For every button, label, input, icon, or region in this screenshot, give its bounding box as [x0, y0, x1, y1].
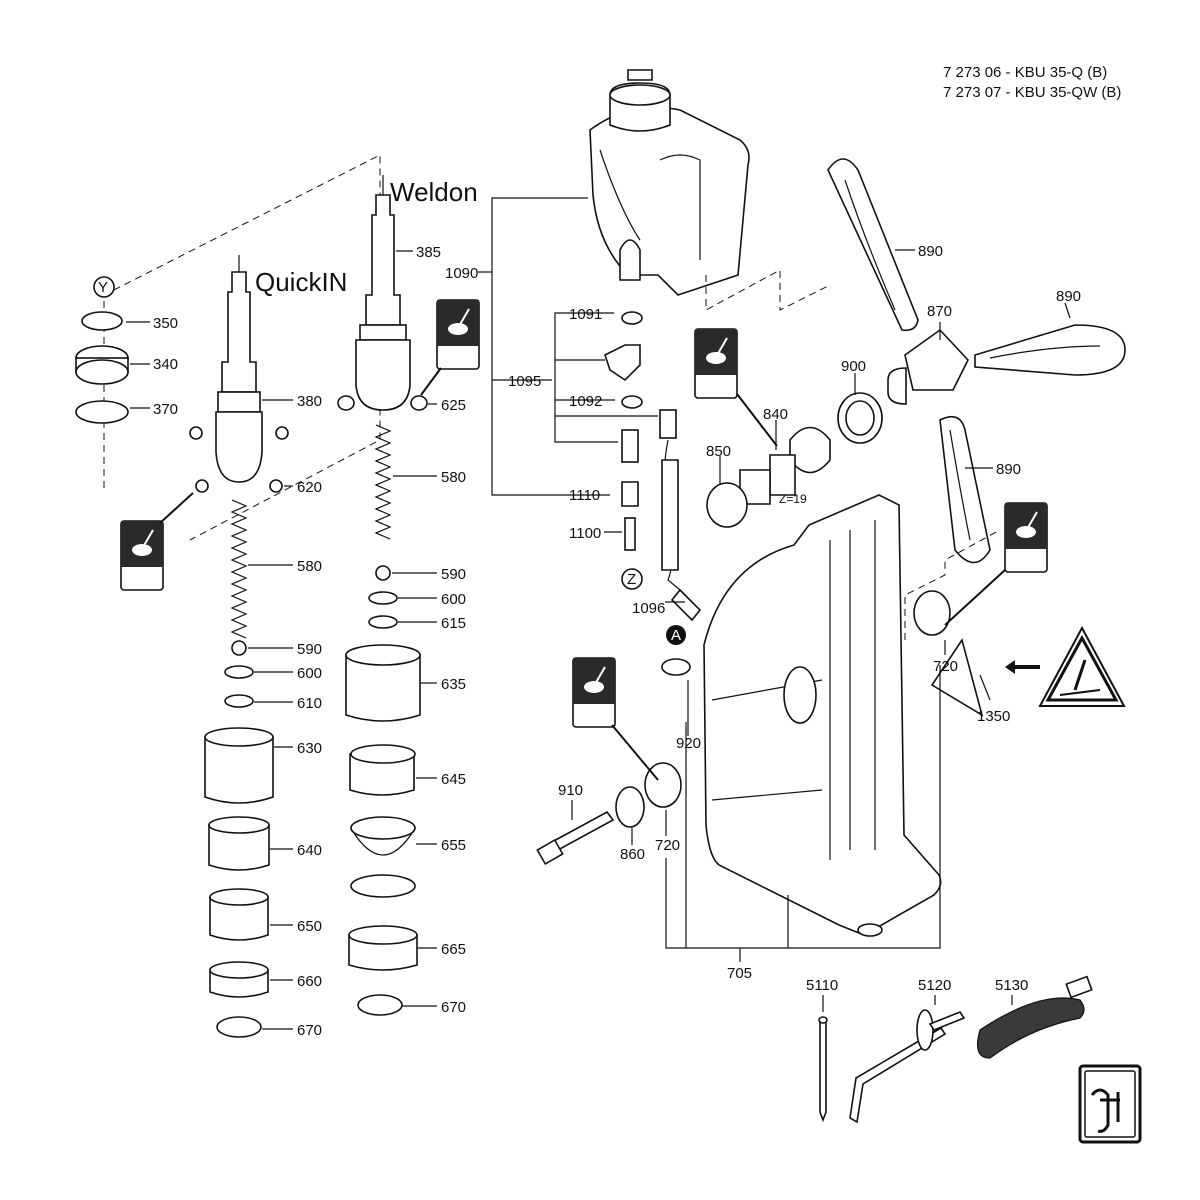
label-720-upper: 720 [933, 658, 958, 675]
drill-stand-column [703, 494, 942, 937]
model-line-2: 7 273 07 - KBU 35-QW (B) [943, 84, 1121, 101]
weldon-assembly [337, 175, 480, 1016]
pointer-line [944, 569, 1006, 626]
label-900: 900 [841, 358, 866, 375]
grease-icon [436, 299, 480, 370]
label-620: 620 [297, 479, 322, 496]
label-1096: 1096 [632, 600, 665, 617]
label-370: 370 [153, 401, 178, 418]
label-600-weldon: 600 [441, 591, 466, 608]
label-660: 660 [297, 973, 322, 990]
title-weldon: Weldon [390, 177, 478, 207]
warning-label-sticker [930, 638, 984, 717]
fein-logo-icon [1078, 1064, 1142, 1144]
grease-icon [120, 520, 164, 591]
label-705: 705 [727, 965, 752, 982]
label-665: 665 [441, 941, 466, 958]
coolant-fittings [604, 311, 702, 622]
label-1110: 1110 [569, 487, 600, 504]
grease-icon [694, 328, 738, 399]
label-920: 920 [676, 735, 701, 752]
label-580-quickin: 580 [297, 558, 322, 575]
quickin-leaders [126, 321, 293, 1030]
label-890-right: 890 [1056, 288, 1081, 305]
label-655: 655 [441, 837, 466, 854]
label-1100: 1100 [569, 525, 601, 542]
model-line-1: 7 273 06 - KBU 35-Q (B) [943, 64, 1107, 81]
gear-teeth-note: Z=19 [779, 492, 807, 506]
label-380: 380 [297, 393, 322, 410]
washer-920 [661, 658, 691, 676]
handle-assembly [694, 158, 1126, 564]
label-590-quickin: 590 [297, 641, 322, 658]
dash-guide-2 [904, 529, 1001, 640]
quickin-assembly [75, 154, 381, 1038]
bolt-assembly [536, 657, 682, 866]
plug-720-upper [913, 590, 951, 636]
label-1095: 1095 [508, 373, 541, 390]
label-720-lower: 720 [655, 837, 680, 854]
label-580-weldon: 580 [441, 469, 466, 486]
coolant-brackets [478, 197, 685, 603]
label-340: 340 [153, 356, 178, 373]
label-870: 870 [927, 303, 952, 320]
lower-leaders [571, 665, 941, 962]
label-640: 640 [297, 842, 322, 859]
weldon-leaders [392, 250, 437, 1007]
label-350: 350 [153, 315, 178, 332]
label-860: 860 [620, 846, 645, 863]
label-1350: 1350 [977, 708, 1010, 725]
coolant-tank [589, 69, 750, 296]
marker-a-circle [666, 625, 686, 645]
arrow-icon [1005, 660, 1040, 674]
label-590-weldon: 590 [441, 566, 466, 583]
label-610: 610 [297, 695, 322, 712]
label-5120: 5120 [918, 977, 951, 994]
handle-leaders [719, 249, 1071, 701]
label-630: 630 [297, 740, 322, 757]
label-850: 850 [706, 443, 731, 460]
label-1090: 1090 [445, 265, 478, 282]
grease-icon [1004, 502, 1048, 573]
label-1092: 1092 [569, 393, 602, 410]
label-5130: 5130 [995, 977, 1028, 994]
marker-z: Z [627, 571, 636, 588]
label-890-lower: 890 [996, 461, 1021, 478]
grease-icon [572, 657, 616, 728]
marker-y: Y [98, 279, 108, 296]
label-600-quickin: 600 [297, 665, 322, 682]
accessories [818, 975, 1093, 1124]
label-385: 385 [416, 244, 441, 261]
label-625: 625 [441, 397, 466, 414]
label-615: 615 [441, 615, 466, 632]
marker-z-circle [621, 568, 643, 590]
warning-triangle-icon [1038, 625, 1126, 707]
marker-y-circle [93, 276, 115, 298]
label-5110: 5110 [806, 977, 838, 994]
label-670-weldon: 670 [441, 999, 466, 1016]
label-910: 910 [558, 782, 583, 799]
label-650: 650 [297, 918, 322, 935]
marker-a: A [671, 627, 681, 644]
label-645: 645 [441, 771, 466, 788]
label-1091: 1091 [569, 306, 602, 323]
accessory-leaders [822, 995, 1013, 1012]
label-890-top: 890 [918, 243, 943, 260]
title-quickin: QuickIN [255, 267, 347, 297]
label-670-quickin: 670 [297, 1022, 322, 1039]
label-635: 635 [441, 676, 466, 693]
label-840: 840 [763, 406, 788, 423]
